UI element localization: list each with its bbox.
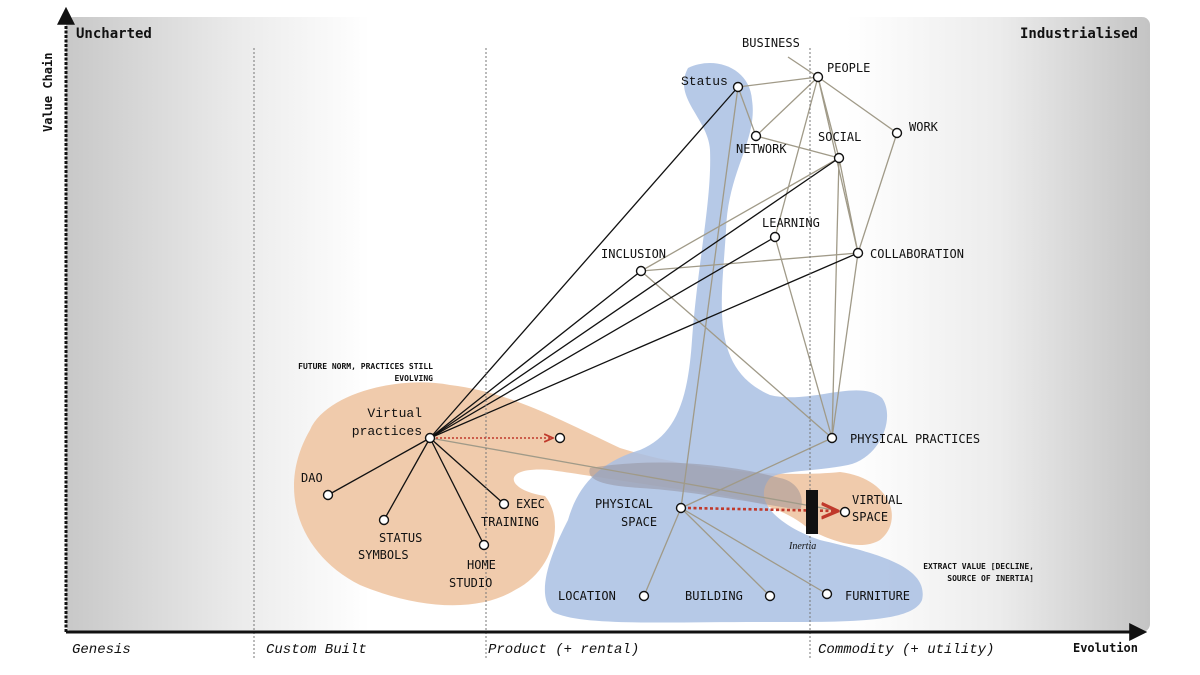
node-learning [769,231,781,243]
node-virtual-practices [424,432,436,444]
label-network: NETWORK [736,142,787,156]
node-home-studio [478,539,490,551]
node-social [833,152,845,164]
nodes [322,71,903,602]
annotation-extract-value-line2: SOURCE OF INERTIA] [947,574,1034,583]
label-status: Status [681,74,728,89]
stage-dividers [253,48,811,660]
label-status-symbols-line1: STATUS [379,531,422,545]
annotation-future-norm-line2: EVOLVING [394,374,433,383]
annotation-inertia: Inertia [788,541,816,552]
label-collaboration: COLLABORATION [870,247,964,261]
inertia-bar [806,490,818,534]
label-physical-space-line1: PHYSICAL [595,497,653,511]
label-status-symbols-line2: SYMBOLS [358,548,409,562]
node-collaboration [852,247,864,259]
blue-region [544,63,923,623]
orange-region [294,382,892,606]
node-physical-space [675,502,687,514]
node-virtual-space [839,506,851,518]
node-dao [322,489,334,501]
label-social: SOCIAL [818,130,861,144]
node-status-symbols [378,514,390,526]
label-building: BUILDING [685,589,743,603]
label-exec-training-line2: TRAINING [481,515,539,529]
annotation-extract-value-line1: EXTRACT VALUE [DECLINE, [923,562,1034,571]
node-building [764,590,776,602]
label-business: BUSINESS [742,36,800,50]
light-links [429,56,898,597]
label-virtual-practices-line1: Virtual [367,406,422,421]
node-physical-practices [826,432,838,444]
node-furniture [821,588,833,600]
node-exec-training [498,498,510,510]
node-network [750,130,762,142]
label-virtual-space-line1: VIRTUAL [852,493,903,507]
label-inclusion: INCLUSION [601,247,666,261]
label-physical-practices: PHYSICAL PRACTICES [850,432,980,446]
node-location [638,590,650,602]
node-work [891,127,903,139]
dark-links [327,86,859,546]
label-work: WORK [909,120,939,134]
label-virtual-space-line2: SPACE [852,510,888,524]
corner-label-industrialised: Industrialised [1020,26,1138,42]
corner-label-uncharted: Uncharted [76,26,152,42]
label-home-studio-line1: HOME [467,558,496,572]
label-people: PEOPLE [827,61,870,75]
stage-label-commodity: Commodity (+ utility) [818,642,994,658]
inertia-shadow [589,462,802,510]
label-furniture: FURNITURE [845,589,910,603]
label-home-studio-line2: STUDIO [449,576,492,590]
x-axis-label: Evolution [1073,641,1138,655]
node-status [732,81,744,93]
annotation-future-norm-line1: FUTURE NORM, PRACTICES STILL [298,362,433,371]
node-people [812,71,824,83]
node-inclusion [635,265,647,277]
label-exec-training-line1: EXEC [516,497,545,511]
stage-label-product: Product (+ rental) [488,642,639,658]
label-learning: LEARNING [762,216,820,230]
label-physical-space-line2: SPACE [621,515,657,529]
label-virtual-practices-line2: practices [352,424,422,439]
label-location: LOCATION [558,589,616,603]
label-dao: DAO [301,471,323,485]
y-axis-label: Value Chain [41,53,55,132]
stage-label-genesis: Genesis [72,642,131,658]
stage-label-custom-built: Custom Built [266,642,367,658]
node-virtual-practices-future [554,432,566,444]
